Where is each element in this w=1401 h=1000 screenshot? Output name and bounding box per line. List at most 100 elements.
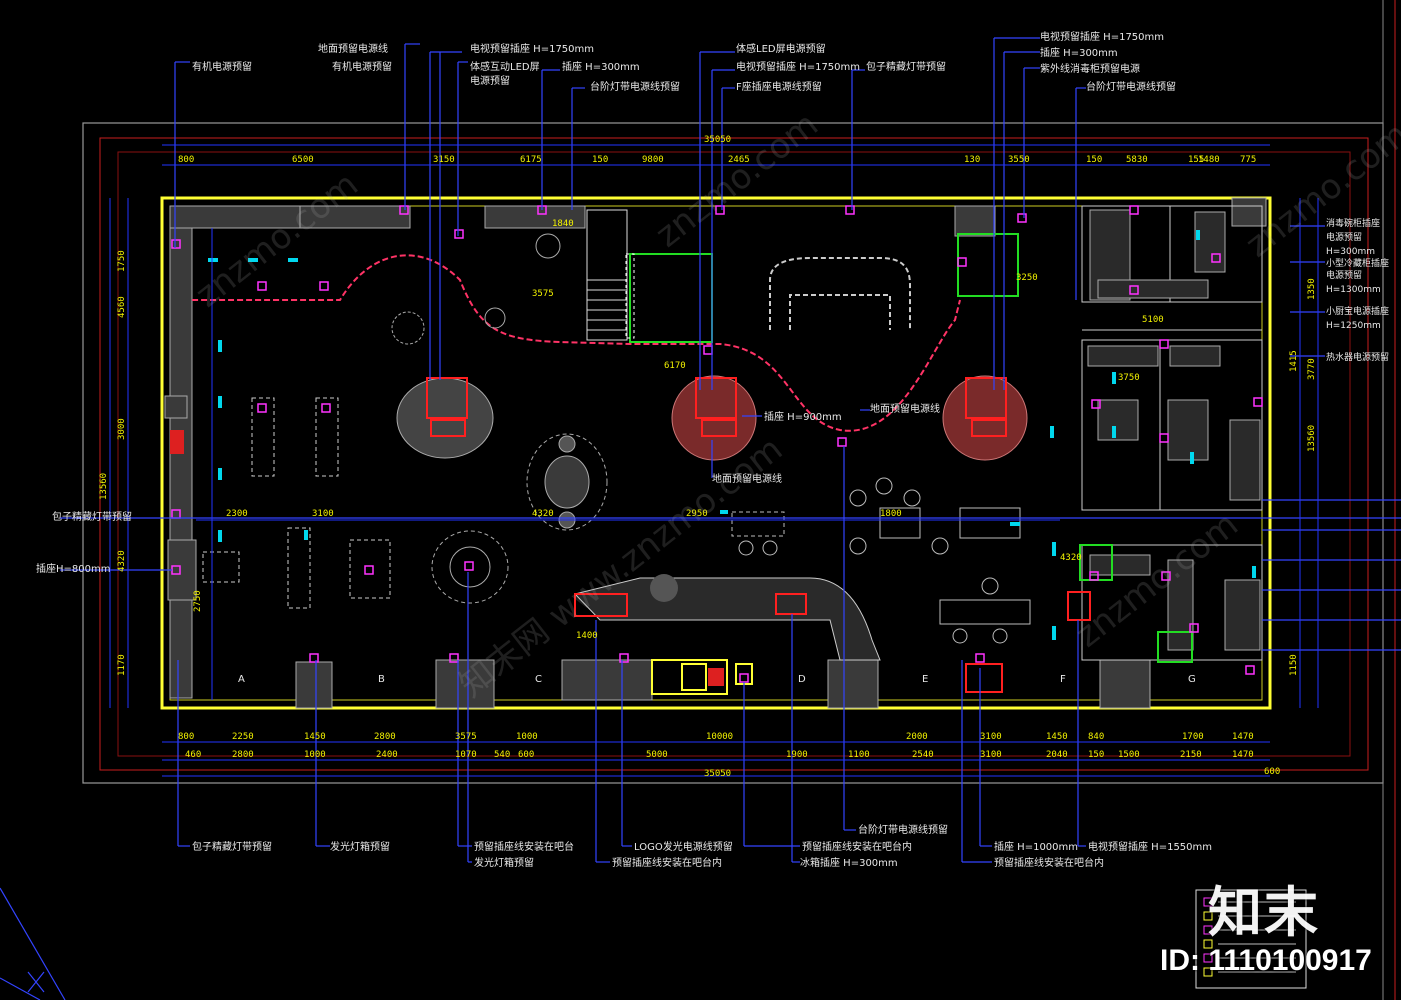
staircase [586,209,628,341]
top-dim-value: 150 [1086,155,1102,165]
bottom-label: 预留插座线安装在吧台内 [994,856,1104,869]
top-dim-value: 1480 [1198,155,1220,165]
left-label: 插座H=800mm [36,562,110,575]
bottom-label: 发光灯箱预留 [330,840,390,853]
hatched-wall-segments [164,197,1267,709]
right-label: H=1300mm [1326,285,1381,295]
right-dim-value: 13560 [1307,425,1317,452]
interior-dim-value: 1840 [552,219,574,229]
bottom-dim-value: 1470 [1232,750,1254,760]
legend-symbol [1203,939,1213,949]
top-annotation-labels: 地面预留电源线电视预留插座 H=1750mm有机电源预留有机电源预留体感互动LE… [192,30,1176,93]
right-label: 消毒碗柜插座 [1326,217,1380,229]
bottom-dim-value: 3575 [455,732,477,742]
bottom-label: 电视预留插座 H=1550mm [1088,840,1212,853]
right-dim-value: 3770 [1307,358,1317,380]
top-label: 有机电源预留 [192,60,252,73]
bottom-annotation-labels: 包子精藏灯带预留发光灯箱预留预留插座线安装在吧台发光灯箱预留LOGO发光电源线预… [192,823,1212,869]
top-label: 体感LED屏电源预留 [736,42,826,55]
top-label: 紫外线消毒柜预留电源 [1040,62,1140,75]
column-tag: E [922,674,928,685]
bottom-dim-value: 10000 [706,732,733,742]
bottom-dim-value: 1450 [304,732,326,742]
left-dim-value: 4320 [117,550,127,572]
bottom-dim-value: 3100 [980,732,1002,742]
bottom-dim-value: 1450 [1046,732,1068,742]
left-dim-value: 3000 [117,418,127,440]
column-tag: A [238,674,245,685]
column-tag: F [1060,674,1066,685]
legend-symbol [1203,967,1213,977]
top-dim-value: 9800 [642,155,664,165]
inner-frame-red [117,151,1351,757]
bottom-label: 台阶灯带电源线预留 [858,823,948,836]
bottom-dim-value: 1100 [848,750,870,760]
bar-red-units [574,591,1091,693]
interior-dim-value: 3575 [532,289,554,299]
right-label: H=1250mm [1326,321,1381,331]
left-dim-value: 4560 [117,296,127,318]
bottom-dim-value: 800 [178,732,194,742]
legend-symbol [1203,897,1213,907]
bottom-label: 预留插座线安装在吧台 [474,840,574,853]
interior-dim-value: 5100 [1142,315,1164,325]
corner-marker [0,887,66,1000]
column-tag: C [535,674,542,685]
bottom-dim-value: 540 [494,750,510,760]
interior-dim-value: 2300 [226,509,248,519]
display-frame-white [625,253,635,339]
left-dim-value: 2750 [193,590,203,612]
top-label: 电视预留插座 H=1750mm [1040,30,1164,43]
top-label: 体感互动LED屏 [470,60,540,73]
legend-symbol [1203,911,1213,921]
left-dim-value: 1170 [117,654,127,676]
bottom-dim-value: 460 [185,750,201,760]
leader-lines [60,37,1401,863]
legend-box [1195,889,1307,989]
top-label: 电源预留 [470,74,510,87]
kitchen-counters [1087,209,1261,651]
bottom-dim-value: 2000 [906,732,928,742]
middle-label: 插座 H=900mm [764,410,842,423]
top-dim-value: 150 [592,155,608,165]
top-label: F座插座电源线预留 [736,80,822,93]
top-label: 插座 H=300mm [1040,46,1118,59]
socket-markers [171,205,1263,683]
top-label: 插座 H=300mm [562,60,640,73]
yellow-appliance-block [651,659,753,695]
top-dim-value: 130 [964,155,980,165]
right-dim-value: 1350 [1307,278,1317,300]
bottom-overall-dim: 35050 [704,769,731,779]
right-label: 电源预留 [1326,231,1362,243]
bar-stool-cluster [650,574,678,602]
bottom-dim-value: 2040 [1046,750,1068,760]
bottom-dim-value: 1000 [304,750,326,760]
right-dim-value: 1150 [1289,654,1299,676]
legend-symbol [1203,953,1213,963]
bottom-edge-dim: 600 [1264,767,1280,777]
top-dim-value: 775 [1240,155,1256,165]
outer-frame-red [99,137,1369,771]
top-label: 电视预留插座 H=1750mm [470,42,594,55]
interior-dim-value: 3750 [1118,373,1140,383]
bottom-dim-value: 150 [1088,750,1104,760]
bottom-label: 包子精藏灯带预留 [192,840,272,853]
bottom-label: 插座 H=1000mm [994,840,1078,853]
bottom-dim-value: 2400 [376,750,398,760]
bottom-dim-value: 1000 [516,732,538,742]
bottom-label: LOGO发光电源线预留 [634,840,733,853]
interior-dim-value: 3100 [312,509,334,519]
bottom-label: 预留插座线安装在吧台内 [612,856,722,869]
top-overall-dim: 35050 [704,135,731,145]
bottom-dim-value: 2540 [912,750,934,760]
bottom-dim-value: 600 [518,750,534,760]
interior-dim-value: 3250 [1016,273,1038,283]
top-label: 台阶灯带电源线预留 [590,80,680,93]
left-label: 包子精藏灯带预留 [52,510,132,523]
